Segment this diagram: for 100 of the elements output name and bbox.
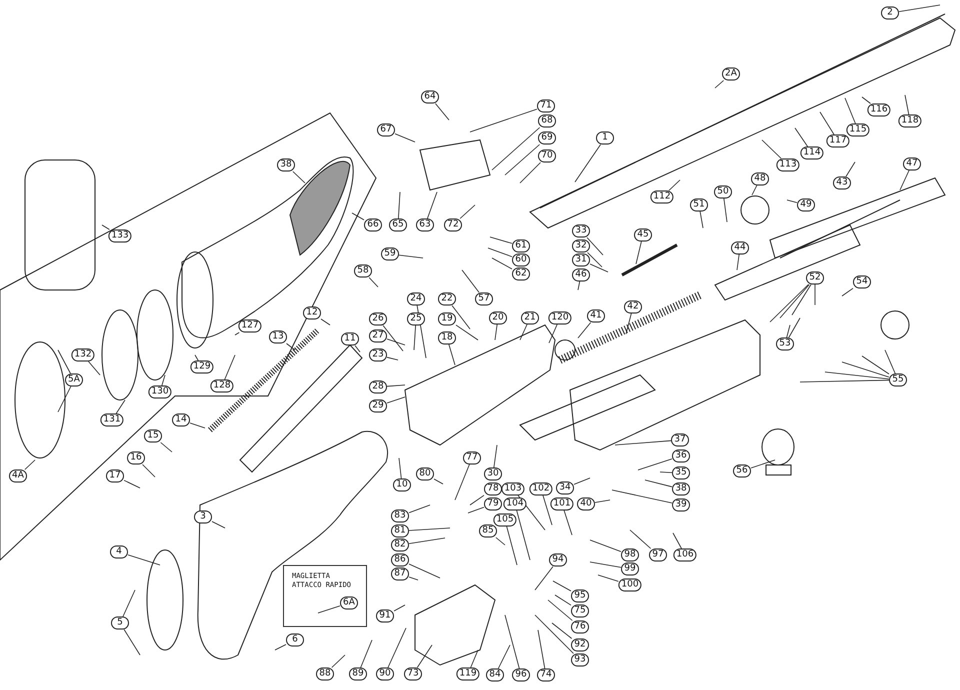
callout-number: 2A: [722, 68, 740, 80]
callout-number: 78: [484, 482, 502, 496]
callout-number: 75: [571, 604, 589, 618]
callout-number: 1: [596, 132, 614, 144]
leader-line: [234, 332, 240, 336]
leader-line: [548, 600, 573, 621]
leader-line: [496, 537, 506, 546]
leader-line: [488, 248, 512, 258]
leader-line: [414, 325, 416, 350]
callout-number: 96: [512, 668, 530, 682]
leader-line: [462, 270, 480, 293]
callout-number: 102: [529, 482, 553, 496]
leader-line: [578, 281, 580, 290]
callout-number: 4A: [9, 470, 27, 482]
leader-line: [842, 288, 854, 296]
callout-number: 12: [303, 306, 321, 320]
callout-number: 10: [393, 478, 411, 492]
callout-number: 92: [571, 638, 589, 652]
callout-number: 88: [316, 668, 334, 680]
leader-line: [900, 170, 910, 190]
callout-number: 2: [881, 6, 899, 20]
callout-number: 58: [354, 264, 372, 278]
leader-line: [122, 590, 136, 617]
leader-line: [814, 284, 816, 306]
leader-line: [794, 128, 808, 147]
callout-number: 61: [512, 240, 530, 252]
leader-line: [842, 362, 890, 378]
callout-number: 65: [389, 218, 407, 232]
callout-number: 89: [349, 668, 367, 680]
callout-number: 119: [456, 668, 480, 680]
leader-line: [542, 495, 552, 526]
leader-line: [800, 380, 890, 382]
callout-number: 64: [421, 90, 439, 104]
callout-number: 27: [369, 330, 387, 342]
leader-line: [162, 374, 166, 386]
leader-line: [554, 594, 572, 606]
callout-number: 56: [733, 464, 751, 478]
leader-line: [292, 171, 306, 184]
callout-number: 84: [486, 668, 504, 682]
leader-line: [630, 530, 652, 549]
leader-line: [786, 200, 798, 203]
leader-line: [552, 622, 572, 639]
callout-number: 29: [369, 400, 387, 412]
leader-line: [320, 318, 330, 326]
leader-line: [590, 540, 622, 552]
leader-line: [354, 345, 360, 352]
leader-line: [614, 440, 672, 446]
callout-number: 114: [800, 146, 824, 160]
leader-line: [454, 464, 470, 500]
leader-line: [590, 264, 608, 272]
leader-line: [212, 521, 226, 528]
leader-line: [116, 400, 126, 414]
callout-number: 74: [537, 668, 555, 682]
leader-line: [142, 464, 156, 478]
leader-line: [752, 185, 758, 196]
leader-line: [504, 614, 520, 669]
leader-line: [552, 580, 572, 592]
callout-number: 100: [618, 578, 642, 592]
callout-number: 38: [277, 158, 295, 172]
callout-number: 120: [548, 312, 572, 324]
leader-line: [124, 629, 140, 656]
callout-number: 35: [672, 466, 690, 480]
leader-line: [58, 350, 71, 374]
callout-number: 133: [108, 230, 132, 242]
callout-number: 118: [898, 114, 922, 128]
leader-line: [382, 325, 404, 352]
leader-line: [904, 94, 910, 115]
leader-line: [274, 644, 286, 650]
callout-number: 5A: [65, 374, 83, 386]
callout-number: 98: [621, 548, 639, 562]
leader-line: [534, 566, 554, 590]
callout-number: 11: [341, 332, 359, 346]
leader-line: [456, 324, 478, 340]
leader-line: [448, 344, 456, 366]
callout-number: 14: [172, 414, 190, 426]
callout-number: 94: [549, 554, 567, 566]
leader-line: [492, 127, 540, 170]
leader-line: [386, 338, 406, 346]
callout-number: 26: [369, 312, 387, 326]
callout-number: 117: [826, 134, 850, 148]
callout-number: 113: [776, 158, 800, 172]
callout-number: 115: [846, 124, 870, 136]
leader-line: [586, 237, 604, 256]
leader-line: [792, 284, 812, 316]
callout-number: 112: [650, 190, 674, 204]
leader-line: [668, 180, 680, 191]
callout-number: 30: [484, 468, 502, 480]
callout-number: 52: [806, 272, 824, 284]
leader-line: [408, 564, 440, 578]
leader-line: [724, 198, 728, 222]
leader-line: [574, 478, 590, 485]
leader-line: [660, 472, 672, 473]
leader-line: [598, 574, 619, 582]
callout-number: 53: [776, 338, 794, 350]
callout-number: 72: [444, 218, 462, 232]
leader-line: [504, 144, 540, 176]
leader-line: [770, 284, 809, 322]
leader-line: [506, 526, 518, 566]
leader-line: [898, 4, 940, 12]
leader-line: [626, 313, 632, 334]
